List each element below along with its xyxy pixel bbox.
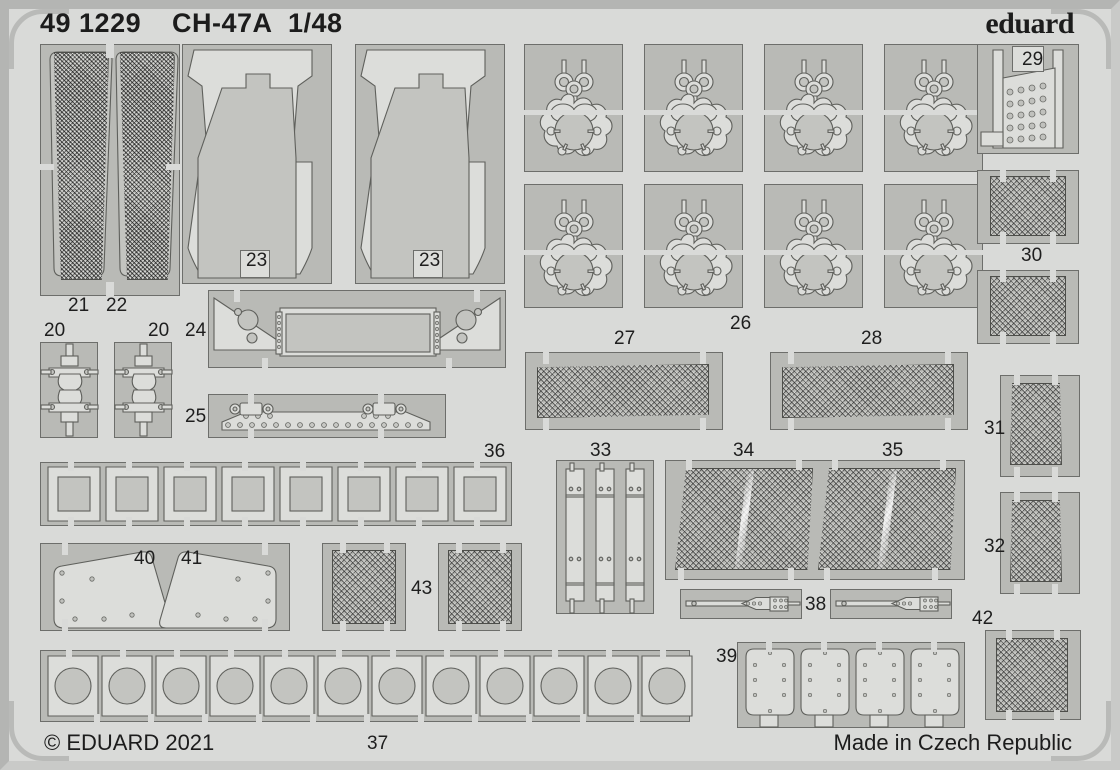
mesh-part-21 <box>53 52 109 280</box>
mesh-part-32 <box>1010 500 1062 582</box>
eduard-logo: eduard <box>985 7 1074 40</box>
part-number-29: 29 <box>1022 49 1044 70</box>
part-23-left <box>187 49 313 279</box>
plate-corner-bl <box>9 701 69 761</box>
part-number-35: 35 <box>882 440 904 461</box>
part-23-right <box>360 49 486 279</box>
plate-corner-tr <box>1051 9 1111 69</box>
part-number-40: 40 <box>134 548 156 569</box>
part-25 <box>221 402 431 431</box>
mesh-part-31 <box>1010 383 1062 465</box>
mesh-part-27 <box>537 364 709 418</box>
part-29 <box>980 49 1064 149</box>
part-number-25: 25 <box>185 406 207 427</box>
part-number-33: 33 <box>590 440 612 461</box>
mesh-part-43-right <box>448 550 512 624</box>
part-number-26: 26 <box>730 313 752 334</box>
part-number-36: 36 <box>484 441 506 462</box>
mesh-part-22 <box>119 52 175 280</box>
part-40-41 <box>53 551 277 629</box>
part-number-39: 39 <box>716 646 738 667</box>
part-number-32: 32 <box>984 536 1006 557</box>
part-number-23: 23 <box>246 250 268 271</box>
part-number-20: 20 <box>44 320 66 341</box>
part-number-38: 38 <box>805 594 827 615</box>
part-number-37: 37 <box>367 733 389 754</box>
copyright-notice: © EDUARD 2021 <box>44 730 215 755</box>
part-39-artwork <box>745 648 960 728</box>
part-number-21: 21 <box>68 295 90 316</box>
part-24 <box>213 296 501 357</box>
part-37-artwork <box>47 655 693 717</box>
mesh-part-43-left <box>332 550 396 624</box>
label-box-29 <box>1012 46 1044 72</box>
plate-corner-br <box>1051 701 1111 761</box>
plate-corner-tl <box>9 9 69 69</box>
mesh-part-30b <box>990 276 1066 336</box>
catalog-number: 49 1229 <box>40 8 142 38</box>
mesh-part-42 <box>996 638 1068 712</box>
part-number-42: 42 <box>972 608 994 629</box>
part-number-23: 23 <box>419 250 441 271</box>
part-number-28: 28 <box>861 328 883 349</box>
part-number-24: 24 <box>185 320 207 341</box>
label-box-23-left <box>240 250 270 278</box>
origin-notice: Made in Czech Republic <box>833 730 1072 755</box>
part-number-41: 41 <box>181 548 203 569</box>
part-number-20: 20 <box>148 320 170 341</box>
mesh-part-30 <box>990 176 1066 236</box>
part-number-43: 43 <box>411 578 433 599</box>
mesh-part-28 <box>782 364 954 418</box>
part-36-artwork <box>47 466 507 522</box>
scale-label: 1/48 <box>288 8 343 38</box>
part-number-31: 31 <box>984 418 1006 439</box>
subject-name: CH-47A <box>172 8 273 38</box>
label-box-23-right <box>413 250 443 278</box>
part-20-artwork <box>40 343 173 437</box>
part-number-22: 22 <box>106 295 128 316</box>
part-38-left <box>685 596 801 612</box>
part-number-27: 27 <box>614 328 636 349</box>
part-number-30: 30 <box>1021 245 1043 266</box>
part-38-right <box>835 596 951 612</box>
part-33 <box>565 462 645 614</box>
part-number-34: 34 <box>733 440 755 461</box>
